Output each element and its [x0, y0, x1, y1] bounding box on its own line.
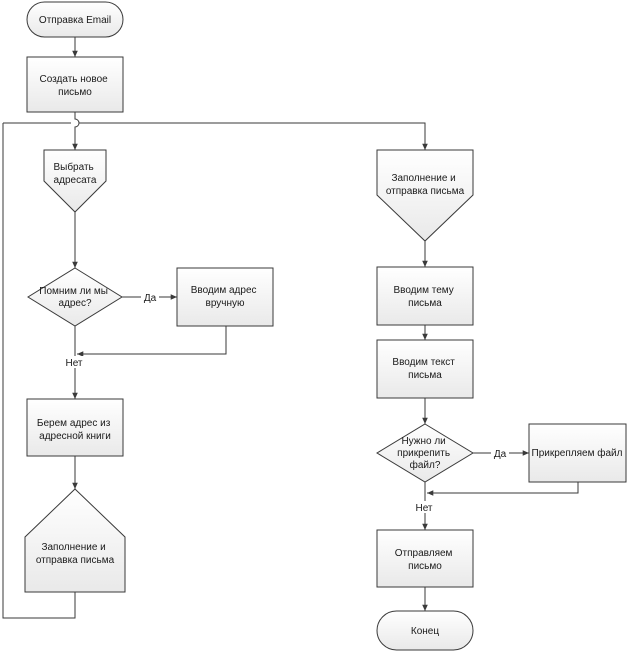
node-create-line-2: письмо: [58, 87, 92, 98]
svg-text:Нужно ли прикрепить: Нужно ли прикрепить файл?: [397, 436, 453, 471]
svg-text:Конец: Конец: [411, 626, 439, 637]
node-fill-left-line-1: Заполнение и: [41, 542, 105, 553]
node-end-label: Конец: [411, 626, 439, 637]
node-attach: Прикрепляем файл: [528, 423, 627, 483]
node-send-line-1: Отправляем: [395, 548, 453, 559]
node-body-line-1: Вводим текст: [392, 357, 455, 368]
node-fill-right-line-2: отправка письма: [386, 186, 465, 197]
node-create-line-1: Создать новое: [40, 74, 109, 85]
node-fill-right: Заполнение и отправка письма: [376, 149, 474, 242]
node-manual-line-2: вручную: [206, 298, 245, 309]
node-book-line-2: адресной книги: [39, 431, 111, 442]
svg-text:Берем адрес из адресной: Берем адрес из адресной книги: [37, 418, 113, 442]
edge-fill-loopback: [2, 123, 76, 619]
node-book-line-1: Берем адрес из: [37, 418, 111, 429]
node-remember: Помним ли мы адрес?: [27, 267, 123, 327]
node-send-line-2: письмо: [408, 561, 442, 572]
node-remember-line-1: Помним ли мы: [39, 286, 108, 297]
edge-label-no-1: Нет: [65, 358, 82, 369]
node-subject-line-2: письма: [408, 298, 442, 309]
node-fill-left-line-2: отправка письма: [36, 555, 115, 566]
svg-text:Создать новое письмо: Создать новое письмо: [40, 74, 111, 98]
svg-text:Выбрать адресата: Выбрать адресата: [53, 161, 96, 186]
node-fill-right-line-1: Заполнение и: [391, 173, 455, 184]
node-subject-line-1: Вводим тему: [393, 285, 453, 296]
svg-text:Вводим адрес вручную: Вводим адрес вручную: [191, 285, 260, 309]
node-body: Вводим текст письма: [376, 339, 474, 399]
svg-text:Отправляем письмо: Отправляем письмо: [395, 548, 455, 572]
svg-text:Вводим текст письма: Вводим текст письма: [392, 357, 457, 381]
node-attach-question-line-1: Нужно ли: [401, 436, 445, 447]
svg-text:Заполнение и отправка пи: Заполнение и отправка письма: [36, 542, 115, 566]
edge-top-bus: [3, 122, 425, 150]
node-send: Отправляем письмо: [376, 529, 474, 588]
node-book: Берем адрес из адресной книги: [26, 398, 124, 457]
node-manual: Вводим адрес вручную: [176, 267, 274, 327]
svg-text:Заполнение и отправка пи: Заполнение и отправка письма: [386, 173, 465, 197]
svg-text:Прикрепляем файл: Прикрепляем файл: [532, 447, 623, 459]
node-choose-line-1: Выбрать: [53, 161, 93, 173]
node-attach-question: Нужно ли прикрепить файл?: [376, 423, 474, 483]
node-attach-label: Прикрепляем файл: [532, 447, 623, 459]
svg-text:Вводим тему письма: Вводим тему письма: [393, 285, 456, 309]
edge-attach-merge: [427, 482, 579, 496]
node-attach-question-line-2: прикрепить: [397, 448, 450, 459]
edge-label-yes-1: Да: [144, 293, 157, 304]
node-remember-line-2: адрес?: [58, 298, 92, 309]
svg-text:Помним ли мы адрес?: Помним ли мы адрес?: [39, 286, 110, 309]
edge-label-no-2: Нет: [415, 503, 432, 514]
edge-create-loop: [72, 112, 80, 150]
svg-text:Отправка Email: Отправка Email: [39, 15, 111, 26]
node-fill-left: Заполнение и отправка письма: [24, 488, 126, 593]
node-start-label: Отправка Email: [39, 15, 111, 26]
node-subject: Вводим тему письма: [376, 266, 474, 326]
node-end: Конец: [376, 610, 474, 651]
node-choose-line-2: адресата: [54, 175, 97, 186]
node-start: Отправка Email: [26, 1, 124, 38]
node-create: Создать новое письмо: [26, 56, 124, 113]
edge-labels: Да Нет Да Нет: [62, 291, 509, 514]
node-manual-line-1: Вводим адрес: [191, 285, 257, 296]
node-body-line-2: письма: [408, 370, 442, 381]
edge-manual-merge: [77, 326, 227, 357]
node-attach-question-line-3: файл?: [410, 459, 441, 471]
edge-label-yes-2: Да: [494, 449, 507, 460]
node-choose: Выбрать адресата: [43, 149, 107, 213]
